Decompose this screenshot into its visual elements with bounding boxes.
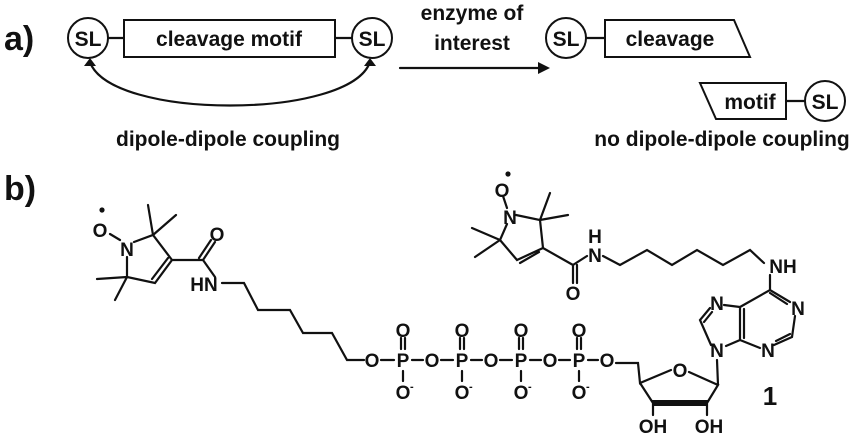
- wedge-bond: [651, 400, 709, 406]
- atom-P: P: [573, 351, 586, 372]
- nitroxide-right: O N N H O: [470, 171, 766, 305]
- arrow-right-icon: [538, 62, 550, 74]
- atom-O: O: [425, 351, 440, 372]
- cleavage-fragment-text: cleavage: [626, 28, 715, 51]
- tetraphosphate: O O O O O P P P P O O O O O - O - O - O …: [365, 321, 615, 404]
- nitroxide-left: O N O HN: [93, 203, 366, 362]
- panel-a: a) SL cleavage motif SL dipole-dipole co…: [4, 2, 850, 151]
- radical-dot: [505, 171, 511, 177]
- compound-number: 1: [763, 381, 777, 411]
- atom-O: O: [455, 321, 470, 342]
- negative-charge: -: [586, 381, 590, 393]
- reaction-arrow: enzyme of interest: [398, 2, 550, 74]
- atom-N: N: [710, 341, 724, 362]
- spin-label: [804, 80, 846, 122]
- atom-NH: NH: [769, 257, 796, 278]
- coupling-arc: [88, 60, 372, 107]
- atom-O: O: [673, 361, 688, 382]
- atom-HN: HN: [190, 275, 217, 296]
- negative-charge: -: [410, 381, 414, 393]
- no-coupling-caption: no dipole-dipole coupling: [594, 128, 849, 151]
- negative-charge: -: [469, 381, 473, 393]
- atom-O: O: [514, 321, 529, 342]
- panel-a-label: a): [4, 20, 34, 58]
- atom-P: P: [515, 351, 528, 372]
- atom-O: O: [543, 351, 558, 372]
- cleavage-motif-text: cleavage motif: [156, 28, 303, 51]
- cleavage-motif-box: [123, 19, 336, 58]
- motif-fragment: [698, 82, 787, 120]
- atom-OH: OH: [639, 417, 668, 438]
- cleaved-products: SL cleavage motif SL no dipole-dipole co…: [545, 17, 850, 151]
- atom-O: O: [600, 351, 615, 372]
- atom-N: N: [588, 246, 602, 267]
- atom-O: O: [396, 321, 411, 342]
- atom-N: N: [791, 299, 805, 320]
- spin-label-left: [67, 17, 109, 59]
- atom-O: O: [495, 181, 510, 202]
- atom-O: O: [455, 383, 470, 404]
- atom-O: O: [572, 321, 587, 342]
- enzyme-label-line1: enzyme of: [421, 2, 525, 25]
- coupling-caption: dipole-dipole coupling: [116, 128, 340, 151]
- spin-label-text: SL: [553, 28, 580, 51]
- atom-O: O: [514, 383, 529, 404]
- atom-O: O: [210, 225, 225, 246]
- radical-dot: [99, 207, 105, 213]
- atom-O: O: [365, 351, 380, 372]
- atom-N: N: [710, 294, 724, 315]
- motif-fragment-text: motif: [724, 91, 776, 114]
- atom-O: O: [484, 351, 499, 372]
- spin-label: [545, 17, 587, 59]
- panel-b-label: b): [4, 170, 36, 208]
- spin-label-right: [351, 17, 393, 59]
- enzyme-label-line2: interest: [434, 32, 510, 55]
- arrowhead-icon: [84, 58, 96, 66]
- atom-P: P: [456, 351, 469, 372]
- atom-OH: OH: [695, 417, 724, 438]
- atom-N: N: [761, 341, 775, 362]
- spin-label-text: SL: [75, 28, 102, 51]
- atom-H: H: [588, 227, 602, 248]
- atom-N: N: [120, 240, 134, 261]
- spin-label-text: SL: [812, 91, 839, 114]
- atom-O: O: [93, 221, 108, 242]
- ribose: O OH OH: [614, 358, 724, 438]
- atom-P: P: [397, 351, 410, 372]
- negative-charge: -: [528, 381, 532, 393]
- panel-b: b) O N O HN O O O O O P P P P O O O O: [4, 170, 805, 438]
- intact-construct: SL cleavage motif SL dipole-dipole coupl…: [67, 17, 393, 151]
- atom-O: O: [396, 383, 411, 404]
- adenine: N N N N NH: [698, 257, 805, 362]
- atom-O: O: [566, 284, 581, 305]
- arrowhead-icon: [364, 58, 376, 66]
- atom-O: O: [572, 383, 587, 404]
- cleavage-fragment: [604, 19, 752, 58]
- spin-label-text: SL: [359, 28, 386, 51]
- atom-N: N: [503, 208, 517, 229]
